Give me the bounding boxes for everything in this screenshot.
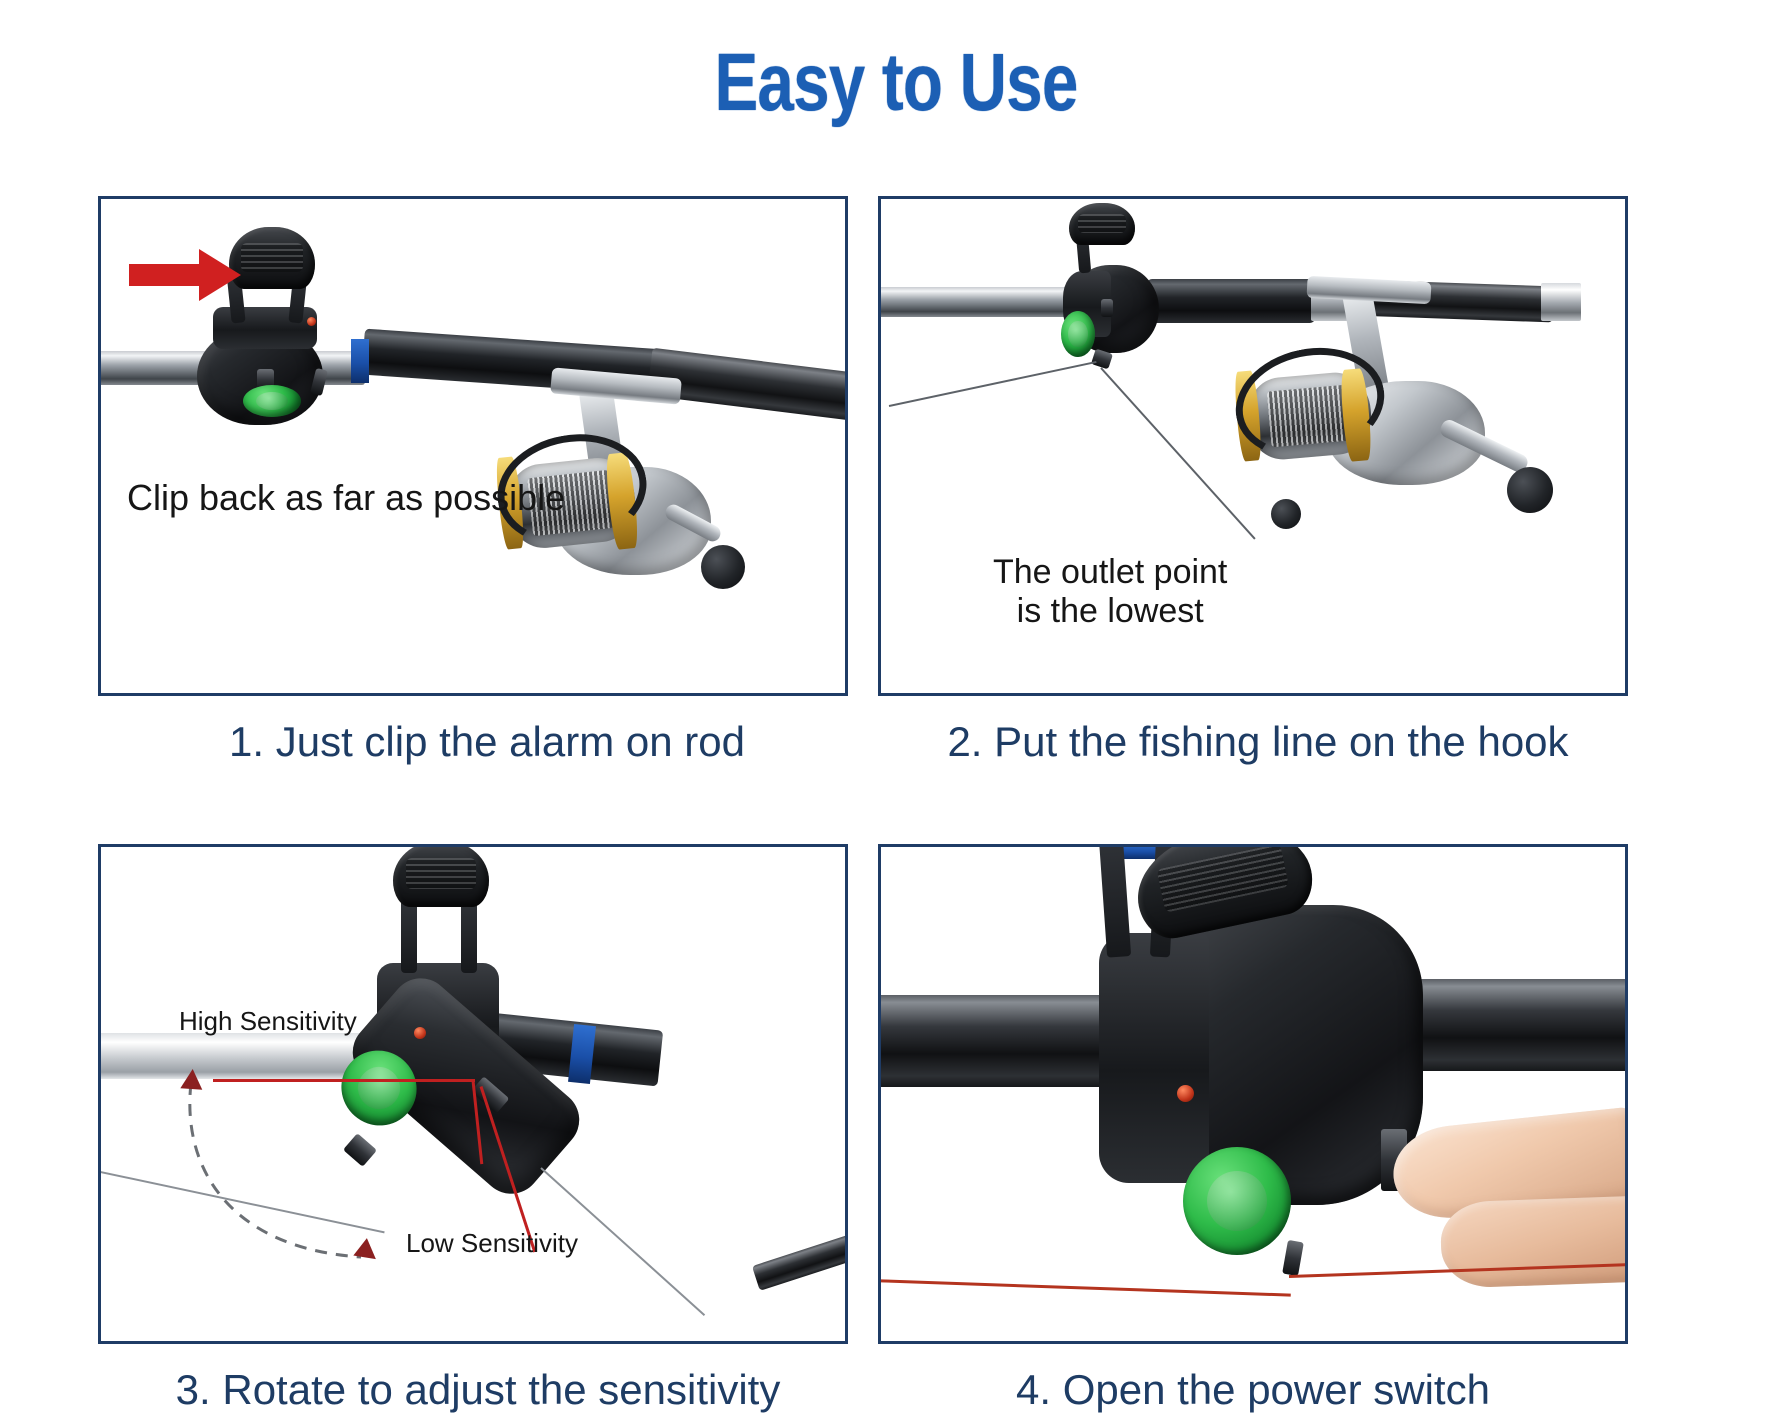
panel2-instruction-label: The outlet point is the lowest <box>993 553 1227 631</box>
reel-drag-knob <box>1271 499 1301 529</box>
scene-open-power-switch <box>881 847 1625 1341</box>
panel1-instruction-label: Clip back as far as possible <box>127 477 566 518</box>
red-arrow-icon <box>129 249 249 301</box>
step-caption-2: 2. Put the fishing line on the hook <box>947 718 1569 765</box>
red-arrow-shaft <box>129 264 205 286</box>
scene-rotate-sensitivity <box>101 847 845 1341</box>
clip-handle[interactable] <box>229 227 315 289</box>
red-arrow-head <box>199 249 241 301</box>
red-leader-high <box>213 1079 475 1082</box>
high-sensitivity-label: High Sensitivity <box>179 1006 357 1036</box>
power-switch[interactable] <box>1101 299 1113 317</box>
panel2-label-line1: The outlet point <box>993 553 1228 591</box>
rotation-arrow-head <box>180 1068 204 1090</box>
rotation-arrow-icon <box>188 1082 362 1259</box>
clip-handle[interactable] <box>393 847 489 907</box>
led-indicator <box>1177 1085 1194 1102</box>
step-panel-1: Clip back as far as possible <box>98 196 848 696</box>
step-cell-1: Clip back as far as possible 1. Just cli… <box>98 196 848 766</box>
rod-grip-foam <box>1147 279 1315 323</box>
rod-tip-corner <box>751 1229 845 1291</box>
reel-handle-knob <box>701 545 745 589</box>
step-caption-3: 3. Rotate to adjust the sensitivity <box>175 1366 781 1413</box>
step-caption-4: 4. Open the power switch <box>1016 1366 1490 1413</box>
page-title: Easy to Use <box>714 37 1078 128</box>
rod-blank-metal <box>881 287 1089 317</box>
step-cell-2: The outlet point is the lowest 2. Put th… <box>878 196 1628 766</box>
sensitivity-dial[interactable] <box>243 385 301 417</box>
sensitivity-dial[interactable] <box>1183 1147 1291 1255</box>
step-cell-3: High Sensitivity Low Sensitivity 3. Rota… <box>98 844 848 1414</box>
fishing-line-left <box>881 1279 1291 1297</box>
scene-clip-alarm-on-rod <box>101 199 845 693</box>
low-sensitivity-label: Low Sensitivity <box>406 1228 578 1258</box>
panel2-label-line2: is the lowest <box>1016 592 1204 631</box>
alarm-clamp-collar <box>1099 933 1209 1183</box>
led-indicator <box>307 317 316 326</box>
step-panel-2: The outlet point is the lowest <box>878 196 1628 696</box>
rod-butt-cap <box>1541 283 1581 321</box>
clip-handle[interactable] <box>1069 203 1135 245</box>
led-indicator <box>414 1027 426 1039</box>
spinning-reel <box>1211 275 1571 615</box>
reel-handle-knob <box>1507 467 1553 513</box>
clip-arm <box>401 899 417 973</box>
clip-arm <box>1098 847 1132 958</box>
finger-middle <box>1439 1195 1625 1289</box>
step-cell-4: 4. Open the power switch <box>878 844 1628 1414</box>
spinning-reel <box>488 367 791 675</box>
step-panel-4 <box>878 844 1628 1344</box>
clip-arm-2 <box>461 899 477 973</box>
panel-grid: Clip back as far as possible 1. Just cli… <box>98 196 1698 1414</box>
sensitivity-dial[interactable] <box>1061 311 1095 357</box>
line-hook <box>1282 1239 1304 1277</box>
step-panel-3: High Sensitivity Low Sensitivity <box>98 844 848 1344</box>
rod-blue-band <box>351 339 369 383</box>
fishing-line-left <box>888 360 1097 407</box>
step-caption-1: 1. Just clip the alarm on rod <box>229 718 745 765</box>
scene-line-on-hook <box>881 199 1625 693</box>
